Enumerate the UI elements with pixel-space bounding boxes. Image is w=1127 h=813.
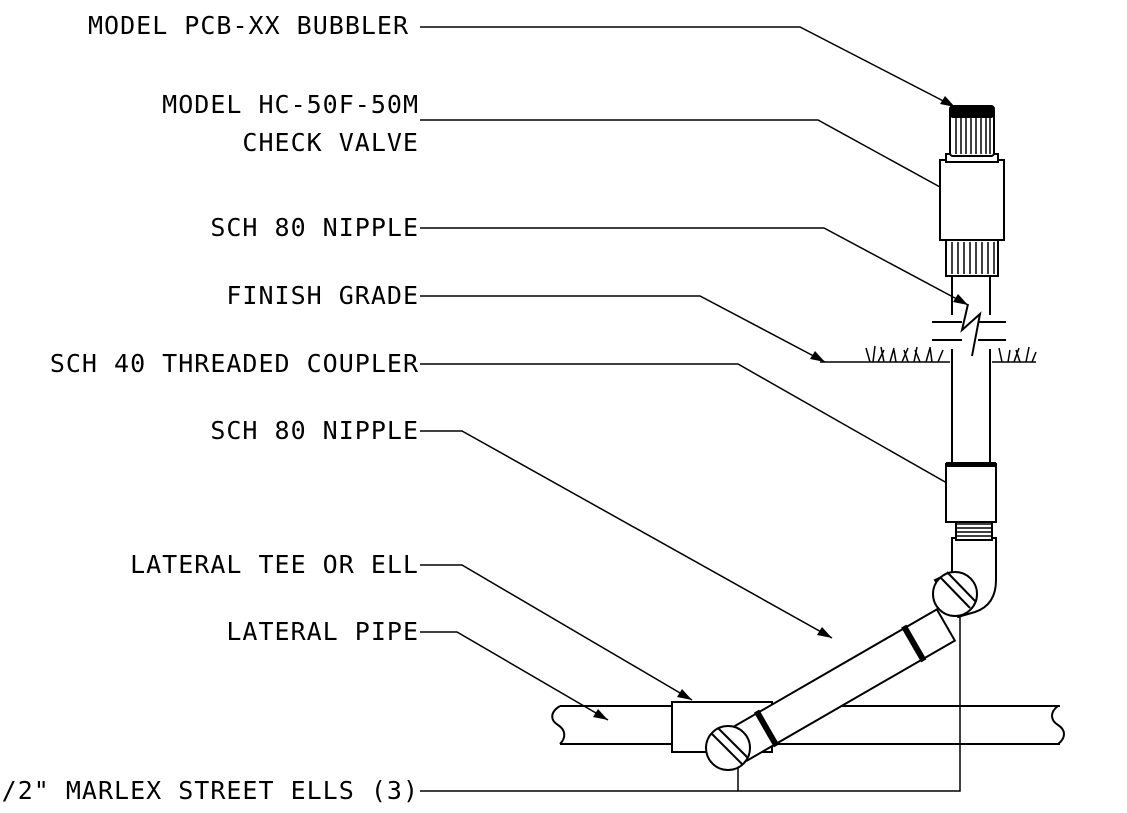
label-coupler: SCH 40 THREADED COUPLER — [49, 349, 419, 378]
label-street-ells: 1/2" MARLEX STREET ELLS (3) — [0, 776, 419, 805]
arrowhead-nipple-upper — [953, 294, 968, 305]
leader-check-valve — [420, 119, 961, 199]
label-finish-grade: FINISH GRADE — [226, 281, 419, 310]
diagonal-nipple — [727, 608, 957, 762]
label-lateral-tee: LATERAL TEE OR ELL — [130, 550, 419, 579]
label-nipple-lower: SCH 80 NIPPLE — [210, 416, 419, 445]
leader-coupler — [420, 363, 969, 496]
threaded-coupler — [945, 462, 997, 523]
arrowhead-nipple-lower — [817, 627, 832, 638]
label-check-valve-line1: MODEL HC-50F-50M — [162, 90, 419, 119]
street-ell-upper — [932, 537, 997, 619]
finish-grade-line — [820, 345, 1037, 363]
arrowhead-bubbler — [940, 96, 955, 107]
label-check-valve-line2: CHECK VALVE — [242, 128, 419, 157]
bubbler-head — [949, 105, 995, 157]
check-valve — [939, 153, 1005, 277]
arrowhead-lateral-tee — [677, 689, 692, 700]
arrowhead-finish-grade — [810, 351, 825, 362]
label-nipple-upper: SCH 80 NIPPLE — [210, 213, 419, 242]
leader-lateral-pipe — [420, 631, 609, 721]
upper-nipple — [951, 276, 991, 315]
leader-bubbler — [420, 26, 956, 108]
vertical-nipple — [951, 340, 991, 462]
label-lateral-pipe: LATERAL PIPE — [226, 617, 419, 646]
leader-nipple-upper — [420, 227, 969, 306]
leader-finish-grade — [420, 295, 826, 363]
arrowhead-lateral-pipe — [593, 709, 608, 720]
leader-street-ells-right — [420, 592, 961, 792]
leader-lateral-tee — [420, 564, 693, 701]
street-ell-lower — [705, 725, 751, 771]
label-bubbler: MODEL PCB-XX BUBBLER — [88, 11, 410, 40]
leader-nipple-lower — [420, 430, 833, 639]
break-symbol — [932, 303, 1006, 357]
threads-lower — [955, 519, 993, 541]
